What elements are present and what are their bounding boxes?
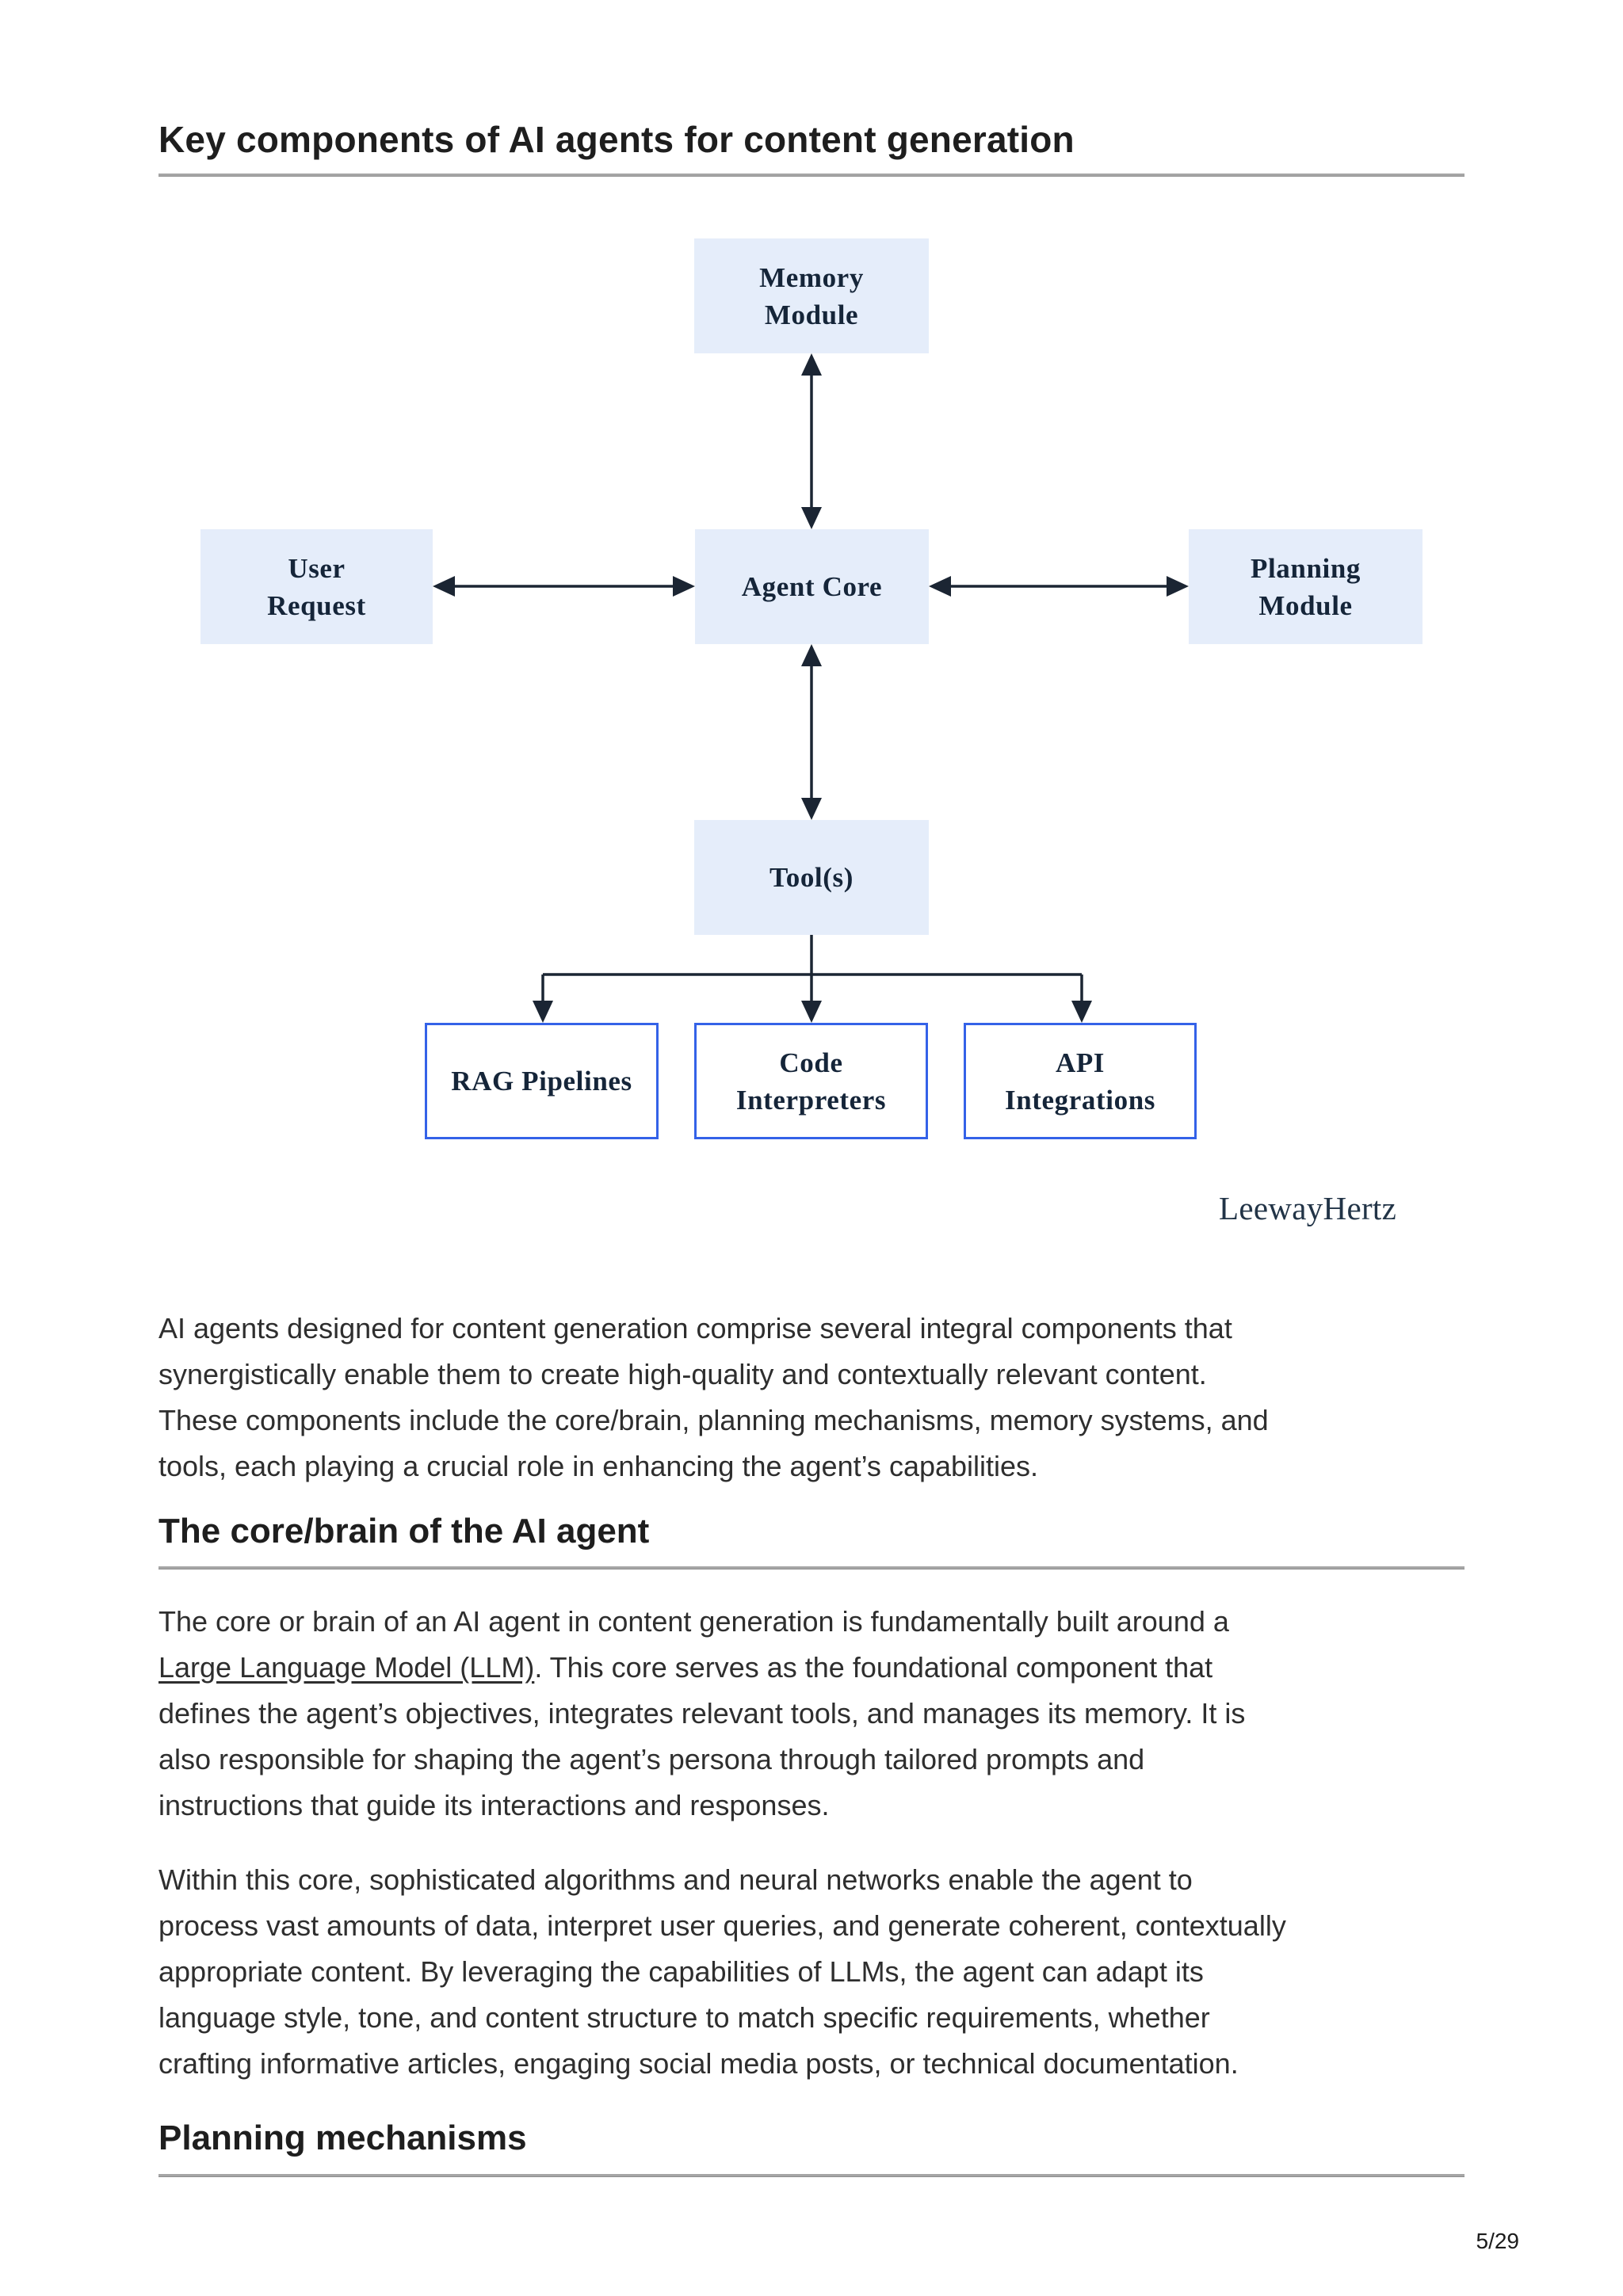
text-line: instructions that guide its interactions… [158, 1789, 830, 1821]
text-span: . This core serves as the foundational c… [534, 1651, 1213, 1684]
text-line: Within this core, sophisticated algorith… [158, 1863, 1193, 1896]
text-line: language style, tone, and content struct… [158, 2001, 1210, 2034]
diagram-node-code-interpreters: Code Interpreters [694, 1023, 928, 1139]
node-label-line: Module [1258, 589, 1353, 621]
text-line: also responsible for shaping the agent’s… [158, 1743, 1145, 1775]
text-line: The core or brain of an AI agent in cont… [158, 1605, 1229, 1638]
node-label-line: Memory [759, 261, 864, 293]
node-label-line: Planning [1250, 552, 1361, 584]
text-line: crafting informative articles, engaging … [158, 2047, 1239, 2080]
page-title: Key components of AI agents for content … [158, 119, 1075, 160]
ai-agent-components-diagram: Memory Module User Request Agent Core Pl… [0, 198, 1623, 1244]
node-label-line: Tool(s) [769, 862, 854, 893]
node-label-line: User [288, 552, 346, 584]
memory-agent-arrow [801, 353, 822, 529]
node-label-line: Interpreters [735, 1084, 887, 1116]
page-number: 5/29 [1476, 2229, 1520, 2253]
text-line: process vast amounts of data, interpret … [158, 1909, 1286, 1942]
agent-tools-arrow [801, 644, 822, 820]
text-line: synergistically enable them to create hi… [158, 1358, 1207, 1390]
section-divider [158, 1566, 1465, 1569]
diagram-node-rag-pipelines: RAG Pipelines [425, 1023, 659, 1139]
section-divider [158, 2174, 1465, 2177]
diagram-node-api-integrations: API Integrations [964, 1023, 1197, 1139]
text-line: AI agents designed for content generatio… [158, 1312, 1232, 1344]
diagram-node-tools: Tool(s) [694, 820, 929, 935]
intro-paragraph: AI agents designed for content generatio… [158, 1306, 1269, 1489]
node-label-line: Integrations [1005, 1084, 1155, 1116]
attribution-leewayhertz: LeewayHertz [1219, 1190, 1397, 1226]
node-label-line: Code [779, 1047, 843, 1078]
node-label-line: Request [267, 589, 366, 621]
diagram-node-agent-core: Agent Core [695, 529, 929, 644]
diagram-node-memory-module: Memory Module [694, 238, 929, 353]
text-line: defines the agent’s objectives, integrat… [158, 1697, 1246, 1730]
core-detail-paragraph: Within this core, sophisticated algorith… [158, 1857, 1286, 2087]
text-line: tools, each playing a crucial role in en… [158, 1450, 1039, 1482]
diagram-arrows [433, 353, 1189, 1023]
core-brain-paragraph: The core or brain of an AI agent in cont… [158, 1599, 1245, 1829]
agent-planning-arrow [929, 576, 1189, 597]
title-divider [158, 174, 1465, 177]
text-line: appropriate content. By leveraging the c… [158, 1955, 1204, 1988]
node-label-line: Module [764, 299, 859, 330]
diagram-node-user-request: User Request [200, 529, 433, 644]
text-line: These components include the core/brain,… [158, 1404, 1269, 1436]
node-label-line: RAG Pipelines [451, 1066, 632, 1097]
node-label-line: Agent Core [741, 571, 883, 602]
diagram-node-planning-module: Planning Module [1189, 529, 1423, 644]
section-heading-planning: Planning mechanisms [158, 2119, 527, 2157]
node-label-line: API [1055, 1047, 1106, 1078]
text-line: Large Language Model (LLM). This core se… [158, 1645, 1245, 1691]
user-agent-arrow [433, 576, 695, 597]
tools-branch-connector [533, 935, 1092, 1023]
llm-link[interactable]: Large Language Model (LLM) [158, 1651, 535, 1684]
section-heading-core-brain: The core/brain of the AI agent [158, 1512, 650, 1550]
